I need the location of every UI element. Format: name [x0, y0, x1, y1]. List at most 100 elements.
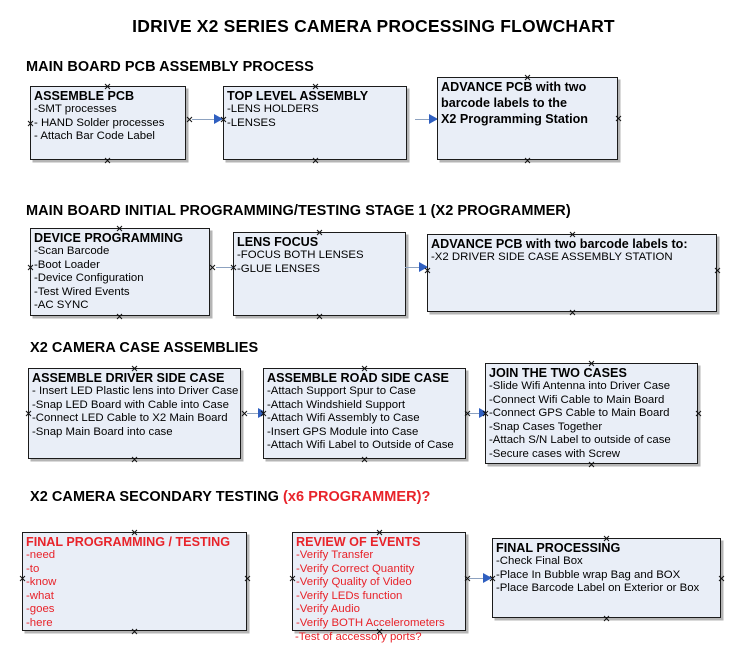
- section-heading-text: MAIN BOARD INITIAL PROGRAMMING/TESTING S…: [26, 203, 571, 219]
- box-item-list: -SMT processes - HAND Solder processes -…: [31, 103, 185, 144]
- connector-assemble-pcb-to-top-level-assembly: [192, 114, 223, 125]
- list-item: -Attach S/N Label to outside of case: [489, 434, 671, 447]
- box-heading: ASSEMBLE DRIVER SIDE CASE: [32, 371, 225, 385]
- list-item: -Check Final Box: [496, 555, 583, 567]
- box-assemble-pcb[interactable]: ASSEMBLE PCB -SMT processes - HAND Solde…: [30, 86, 186, 160]
- box-final-processing[interactable]: FINAL PROCESSING -Check Final Box -Place…: [492, 538, 721, 618]
- list-item: -Device Configuration: [34, 272, 144, 285]
- connector-lens-focus-to-advance-pcb: [405, 262, 428, 273]
- box-final-programming-testing[interactable]: FINAL PROGRAMMING / TESTING -need -to -k…: [22, 532, 247, 631]
- arrowhead-icon: [214, 114, 223, 124]
- box-item-list: -FOCUS BOTH LENSES -GLUE LENSES: [234, 249, 405, 276]
- section-heading-main-board-initial-programming-testing-stage-1: MAIN BOARD INITIAL PROGRAMMING/TESTING S…: [26, 203, 571, 219]
- list-item: -need: [26, 549, 56, 561]
- list-item: -Verify Transfer: [296, 549, 374, 561]
- list-item: -FOCUS BOTH LENSES: [237, 249, 364, 261]
- connector-line: [247, 413, 266, 415]
- list-item: -Scan Barcode: [34, 245, 110, 257]
- arrowhead-icon: [479, 408, 488, 418]
- box-assemble-road-side-case[interactable]: ASSEMBLE ROAD SIDE CASE -Attach Support …: [263, 368, 466, 459]
- box-heading: FINAL PROCESSING: [496, 541, 621, 555]
- list-item: -Attach Windshield Support: [267, 398, 406, 411]
- list-item: -Snap LED Board with Cable into Case: [32, 398, 229, 411]
- list-item: -SMT processes: [34, 103, 117, 115]
- connector-line: [415, 119, 437, 121]
- section-heading-text: MAIN BOARD PCB ASSEMBLY PROCESS: [26, 59, 314, 75]
- box-heading: DEVICE PROGRAMMING: [34, 231, 184, 245]
- list-item: -Snap Cases Together: [489, 420, 603, 433]
- box-heading: LENS FOCUS: [237, 235, 319, 249]
- box-heading: ADVANCE PCB with two: [441, 80, 587, 94]
- connector-line: [216, 267, 241, 269]
- list-item: -Connect LED Cable to X2 Main Board: [32, 412, 228, 425]
- section-heading-annotation: (x6 PROGRAMMER)?: [283, 489, 431, 505]
- list-item: - Attach Bar Code Label: [34, 130, 155, 143]
- list-item: -Verify Correct Quantity: [296, 562, 415, 575]
- connector-line: [469, 578, 491, 580]
- box-item-list: -Attach Support Spur to Case -Attach Win…: [264, 385, 465, 453]
- list-item: -LENS HOLDERS: [227, 103, 319, 115]
- section-heading-x2-camera-secondary-testing: X2 CAMERA SECONDARY TESTING (x6 PROGRAMM…: [30, 489, 430, 505]
- list-item: -to: [26, 562, 40, 575]
- connector-line: [405, 267, 427, 269]
- list-item: -Connect GPS Cable to Main Board: [489, 407, 670, 420]
- list-item: -Place Barcode Label on Exterior or Box: [496, 582, 700, 595]
- box-assemble-driver-side-case[interactable]: ASSEMBLE DRIVER SIDE CASE - Insert LED P…: [28, 368, 241, 459]
- box-heading: FINAL PROGRAMMING / TESTING: [26, 535, 231, 549]
- connector-line: [192, 119, 222, 121]
- list-item: -Test Wired Events: [34, 285, 130, 298]
- list-item: -here: [26, 616, 53, 629]
- list-item: -Verify Quality of Video: [296, 576, 412, 589]
- box-heading: ASSEMBLE PCB: [34, 89, 135, 103]
- box-item-list: -X2 DRIVER SIDE CASE ASSEMBLY STATION: [428, 251, 716, 265]
- box-heading-line3: X2 Programming Station: [441, 112, 588, 126]
- box-advance-pcb-to-driver-side-case-assembly[interactable]: ADVANCE PCB with two barcode labels to: …: [427, 234, 717, 312]
- box-review-of-events[interactable]: REVIEW OF EVENTS -Verify Transfer -Verif…: [292, 532, 466, 631]
- arrowhead-icon: [483, 573, 492, 583]
- list-item: -Snap Main Board into case: [32, 425, 173, 438]
- section-heading-text: X2 CAMERA SECONDARY TESTING: [30, 489, 284, 505]
- box-lens-focus[interactable]: LENS FOCUS -FOCUS BOTH LENSES -GLUE LENS…: [233, 232, 406, 316]
- section-heading-main-board-pcb-assembly-process: MAIN BOARD PCB ASSEMBLY PROCESS: [26, 59, 314, 75]
- connector-driver-side-to-road-side: [247, 408, 267, 419]
- page-title: IDRIVE X2 SERIES CAMERA PROCESSING FLOWC…: [132, 16, 615, 36]
- connector-road-side-to-join-cases: [468, 408, 488, 419]
- arrowhead-icon: [429, 114, 438, 124]
- box-heading: REVIEW OF EVENTS: [296, 535, 421, 549]
- arrowhead-icon: [258, 408, 267, 418]
- list-item: - Insert LED Plastic lens into Driver Ca…: [32, 385, 239, 397]
- list-item: -Verify BOTH Accelerometers: [296, 616, 445, 629]
- box-join-the-two-cases[interactable]: JOIN THE TWO CASES -Slide Wifi Antenna i…: [485, 363, 698, 464]
- list-item: -Verify Audio: [296, 603, 360, 616]
- handle-right[interactable]: [209, 264, 216, 271]
- box-item-list: -Verify Transfer -Verify Correct Quantit…: [293, 549, 465, 631]
- list-item: -know: [26, 576, 57, 589]
- list-item: -Slide Wifi Antenna into Driver Case: [489, 380, 671, 392]
- box-device-programming[interactable]: DEVICE PROGRAMMING -Scan Barcode -Boot L…: [30, 228, 210, 316]
- list-item: -Attach Support Spur to Case: [267, 385, 416, 397]
- box-item-list: -Check Final Box -Place In Bubble wrap B…: [493, 555, 720, 596]
- arrowhead-icon: [419, 262, 428, 272]
- box-item-list: -Slide Wifi Antenna into Driver Case -Co…: [486, 380, 697, 462]
- list-item: -Connect Wifi Cable to Main Board: [489, 393, 665, 406]
- list-item: - HAND Solder processes: [34, 116, 165, 129]
- list-item: -AC SYNC: [34, 299, 89, 312]
- box-top-level-assembly[interactable]: TOP LEVEL ASSEMBLY -LENS HOLDERS -LENSES: [223, 86, 407, 160]
- connector-review-of-events-to-final-processing: [469, 573, 492, 584]
- list-item: -Attach Wifi Assembly to Case: [267, 412, 420, 425]
- box-heading-line2: barcode labels to the: [441, 96, 567, 110]
- list-item: -Place In Bubble wrap Bag and BOX: [496, 568, 681, 581]
- box-item-list: -need -to -know -what -goes -here: [23, 549, 246, 631]
- box-heading: ASSEMBLE ROAD SIDE CASE: [267, 371, 449, 385]
- list-item: -goes: [26, 603, 55, 616]
- box-advance-pcb-to-x2-programming-station[interactable]: ADVANCE PCB with two barcode labels to t…: [437, 77, 618, 160]
- list-item: -Verify LEDs function: [296, 589, 403, 602]
- list-item: -Boot Loader: [34, 258, 100, 271]
- list-item: -X2 DRIVER SIDE CASE ASSEMBLY STATION: [431, 251, 673, 263]
- box-heading: JOIN THE TWO CASES: [489, 366, 627, 380]
- list-item: -Insert GPS Module into Case: [267, 425, 419, 438]
- overflow-list-item: -Test of accessory ports?: [295, 631, 422, 643]
- box-heading: ADVANCE PCB with two barcode labels to:: [431, 237, 688, 251]
- section-heading-x2-camera-case-assemblies: X2 CAMERA CASE ASSEMBLIES: [30, 340, 258, 356]
